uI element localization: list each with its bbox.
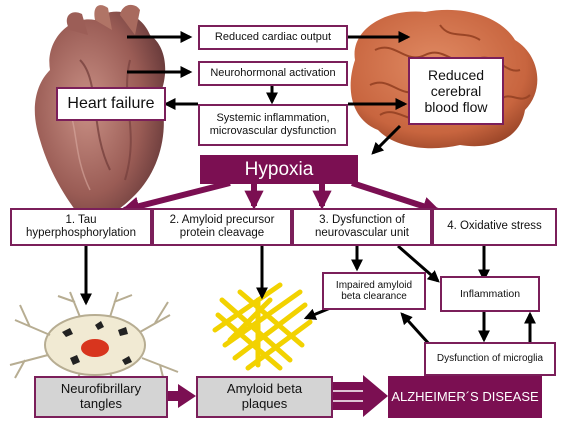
amyloid-fibrils-image xyxy=(212,282,313,371)
neurovascular-unit-box: 3. Dysfunction of neurovascular unit xyxy=(292,208,432,246)
alzheimers-disease-box: ALZHEIMER´S DISEASE xyxy=(388,376,542,418)
neurohormonal-activation-label: Neurohormonal activation xyxy=(210,67,336,80)
oxidative-stress-box: 4. Oxidative stress xyxy=(432,208,557,246)
bottom-arrows xyxy=(168,375,388,417)
inflammation-box: Inflammation xyxy=(440,276,540,312)
hypoxia-box: Hypoxia xyxy=(200,155,358,184)
systemic-inflammation-label: Systemic inflammation, microvascular dys… xyxy=(209,112,337,137)
inflammation-label: Inflammation xyxy=(459,287,521,300)
tangle-marks xyxy=(62,321,132,365)
impaired-clearance-box: Impaired amyloid beta clearance xyxy=(322,272,426,310)
tau-hyperphosphorylation-label: 1. Tau hyperphosphorylation xyxy=(26,213,136,239)
reduced-cardiac-output-label: Reduced cardiac output xyxy=(214,31,332,44)
neurofibrillary-tangles-box: Neurofibrillary tangles xyxy=(34,376,168,418)
neurohormonal-activation-box: Neurohormonal activation xyxy=(198,61,348,86)
alzheimers-disease-label: ALZHEIMER´S DISEASE xyxy=(391,388,539,404)
reduced-cerebral-blood-flow-box: Reduced cerebral blood flow xyxy=(408,57,504,125)
amyloid-precursor-box: 2. Amyloid precursor protein cleavage xyxy=(152,208,292,246)
arrows xyxy=(80,31,536,347)
neurofibrillary-tangles-label: Neurofibrillary tangles xyxy=(60,381,142,411)
oxidative-stress-label: 4. Oxidative stress xyxy=(447,220,542,233)
heart-failure-label: Heart failure xyxy=(67,94,155,112)
neurovascular-unit-label: 3. Dysfunction of neurovascular unit xyxy=(315,213,409,239)
tau-hyperphosphorylation-box: 1. Tau hyperphosphorylation xyxy=(10,208,152,246)
heart-failure-box: Heart failure xyxy=(56,87,166,121)
amyloid-precursor-label: 2. Amyloid precursor protein cleavage xyxy=(169,213,275,239)
amyloid-beta-plaques-box: Amyloid beta plaques xyxy=(196,376,333,418)
amyloid-beta-plaques-label: Amyloid beta plaques xyxy=(226,381,303,411)
reduced-cerebral-blood-flow-label: Reduced cerebral blood flow xyxy=(424,66,488,116)
microglia-box: Dysfunction of microglia xyxy=(424,342,556,376)
hypoxia-label: Hypoxia xyxy=(244,158,314,180)
neuron-nucleus xyxy=(81,339,109,357)
impaired-clearance-label: Impaired amyloid beta clearance xyxy=(335,279,413,303)
systemic-inflammation-box: Systemic inflammation, microvascular dys… xyxy=(198,104,348,146)
hypoxia-arrows xyxy=(120,180,442,216)
microglia-label: Dysfunction of microglia xyxy=(436,353,544,365)
reduced-cardiac-output-box: Reduced cardiac output xyxy=(198,25,348,50)
